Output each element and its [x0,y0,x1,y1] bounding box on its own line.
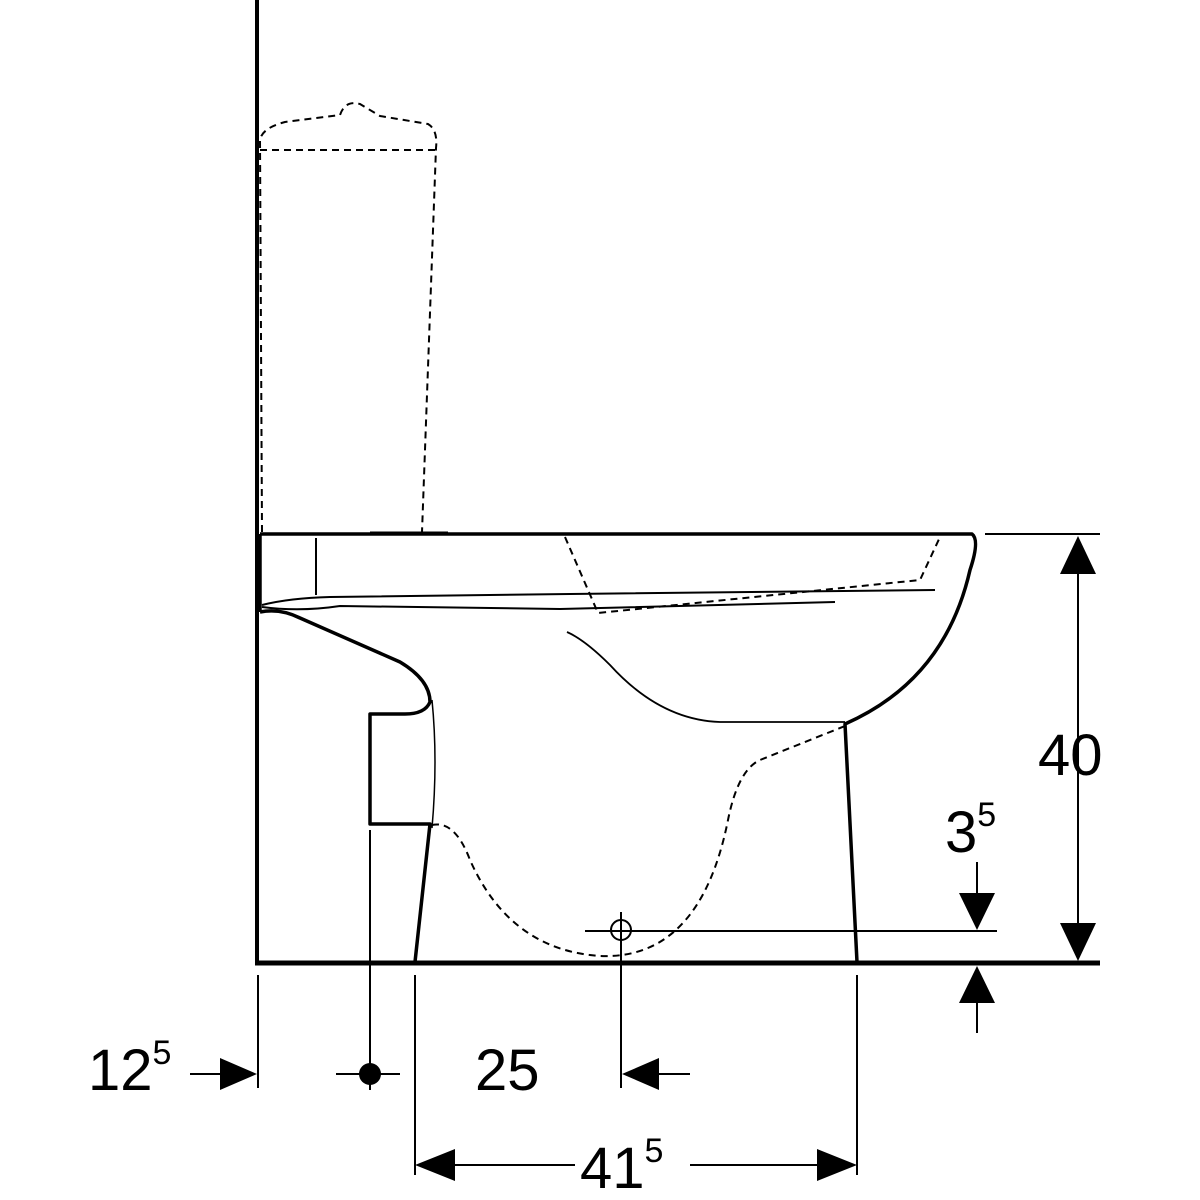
dimension-arrows [220,536,1096,1181]
dimension-wall-offset: 125 [88,1034,171,1103]
bowl-outline [258,532,978,963]
dimension-outlet-height: 35 [945,796,996,865]
arrow-left-icon [415,1149,455,1181]
inner-bowl-curve [566,631,845,723]
arrow-right-icon [220,1058,257,1090]
dimension-height: 40 [1038,723,1103,788]
cistern-outline [259,102,438,533]
arrow-up-icon [1060,536,1096,574]
arrow-left-icon [622,1058,659,1090]
dot-marker [359,1063,381,1085]
arrow-up-icon [959,966,995,1003]
dimension-lines [190,533,1100,1175]
dimension-foot-length: 415 [580,1132,663,1200]
arrow-down-icon [959,893,995,930]
outlet-center-mark [585,912,997,1088]
dimension-outlet-distance: 25 [475,1038,540,1103]
trap-dashed [431,725,846,958]
inner-rim-dashed [564,536,941,614]
arrow-down-icon [1060,923,1096,961]
seat-outline [261,538,936,611]
arrow-right-icon [817,1149,857,1181]
